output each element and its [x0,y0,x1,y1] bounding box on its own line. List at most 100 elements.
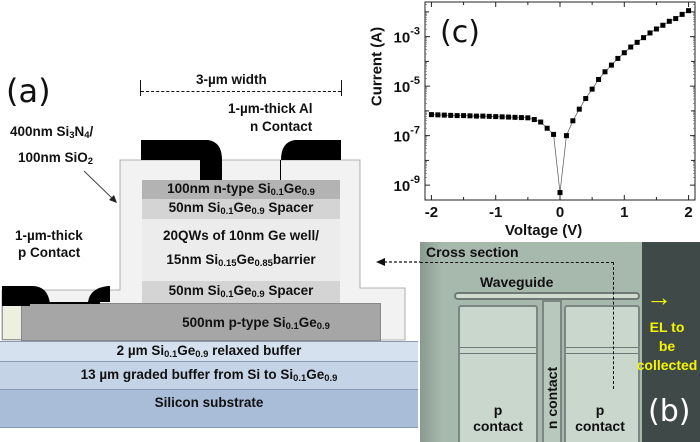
text: EL to [649,319,685,335]
y-tick-base: 10 [394,79,411,96]
data-point [512,114,518,120]
text: Ge [236,252,255,267]
data-point [454,113,460,119]
data-point [589,86,595,92]
text: p [493,402,503,418]
dimension-tick-right [341,80,342,96]
text: 100nm SiO [18,150,88,165]
p-contact [2,286,110,306]
data-point [563,133,569,139]
text: 13 µm graded buffer from Si to Si [80,367,294,382]
waveguide [454,292,640,300]
subscript: 3 [69,130,75,141]
text: contact [575,418,625,434]
data-point [544,125,550,131]
subscript: 2 [87,156,94,167]
data-point [602,69,608,75]
text: Spacer [264,200,314,215]
pad-line [566,347,638,348]
data-point [525,115,531,121]
layer-label-line1: 20QWs of 10nm Ge well/ [162,228,320,243]
p-contact-pad-left [458,305,538,442]
layer-p-type: 500nm p-type Si0.1Ge0.9 [21,303,381,341]
x-tick-label: -2 [425,204,438,221]
subscript: 4 [84,130,90,141]
micrograph-left-shade [420,242,442,442]
waveguide-label: Waveguide [480,274,554,290]
chart-x-axis-label: Voltage (V) [505,222,583,239]
text: 50nm Si [168,283,221,298]
subscript: 0.1 [293,373,307,384]
subscript: 0.1 [270,187,284,198]
data-point [621,50,627,56]
subscript: 0.9 [195,349,209,360]
p-contact-right-label: p contact [570,402,630,434]
text: be [658,338,676,354]
layer-graded-buffer: 13 µm graded buffer from Si to Si0.1Ge0.… [0,361,418,389]
layer-label: 50nm Si0.1Ge0.9 Spacer [142,200,340,217]
layer-label: 100nm n-type Si0.1Ge0.9 [142,181,340,198]
x-tick-label: 1 [620,204,628,221]
y-tick-base: 10 [394,30,411,47]
text: contact [473,418,523,434]
pad-line [566,353,638,354]
passivation-pointer-arrow [83,170,117,203]
data-point [486,113,492,119]
panel-b-label: (b) [648,394,691,429]
text: N [74,124,85,139]
data-point [461,113,467,119]
subscript: 0.1 [285,321,299,332]
text: 400nm Si [10,124,70,139]
data-point [557,190,563,196]
text: relaxed buffer [208,343,302,358]
layer-label: 2 µm Si0.1Ge0.9 relaxed buffer [0,343,418,360]
layer-bottom-spacer: 50nm Si0.1Ge0.9 Spacer [142,281,340,303]
data-point [499,114,505,120]
subscript: 0.85 [254,258,273,269]
arrow-right-icon: → [646,282,672,312]
data-point [518,115,524,121]
micrograph-dark-edge [642,242,700,442]
layer-relaxed-buffer: 2 µm Si0.1Ge0.9 relaxed buffer [0,341,418,361]
text: p [595,402,605,418]
text: Ge [233,200,252,215]
text: 50nm Si [168,200,221,215]
y-tick-label: 10-7 [394,125,420,146]
data-point [686,8,692,14]
text: collected [636,357,698,373]
subscript: 0.9 [316,321,330,332]
subscript: 0.9 [251,289,265,300]
data-point [435,112,441,118]
p-contact-label-line1: 1-µm-thick [15,228,83,243]
x-tick-label: 2 [684,204,692,221]
x-tick-label: 0 [556,204,564,221]
n-contact [141,140,341,180]
passivation-label-line1: 400nm Si3N4/ [10,124,93,141]
y-tick-exponent: -7 [410,125,420,137]
data-point [448,112,454,118]
panel-b-micrograph: Cross section Waveguide p contact n cont… [420,242,700,442]
y-tick-base: 10 [394,178,411,195]
text: 15nm Si [166,252,219,267]
subscript: 0.9 [324,373,338,384]
panel-a-cross-section: (a) 3-µm width 1-µm-thick Al n Contact 4… [0,72,422,428]
data-point [493,114,499,120]
text: Ge [177,343,196,358]
panel-a-label: (a) [6,72,51,110]
layer-label-line2: 15nm Si0.15Ge0.85barrier [142,252,340,269]
data-point [473,113,479,119]
width-label: 3-µm width [196,72,267,87]
text: 2 µm Si [116,343,165,358]
text: 500nm p-type Si [182,315,286,330]
layer-top-spacer: 50nm Si0.1Ge0.9 Spacer [142,199,340,219]
n-contact-strip [542,300,562,442]
cross-section-label: Cross section [426,244,519,260]
n-contact-label: n contact [544,366,560,430]
data-point [615,55,621,61]
data-point [660,22,666,28]
data-point [538,119,544,125]
text: 100nm n-type Si [167,181,271,196]
data-point [480,113,486,119]
layer-substrate: Silicon substrate [0,389,418,428]
